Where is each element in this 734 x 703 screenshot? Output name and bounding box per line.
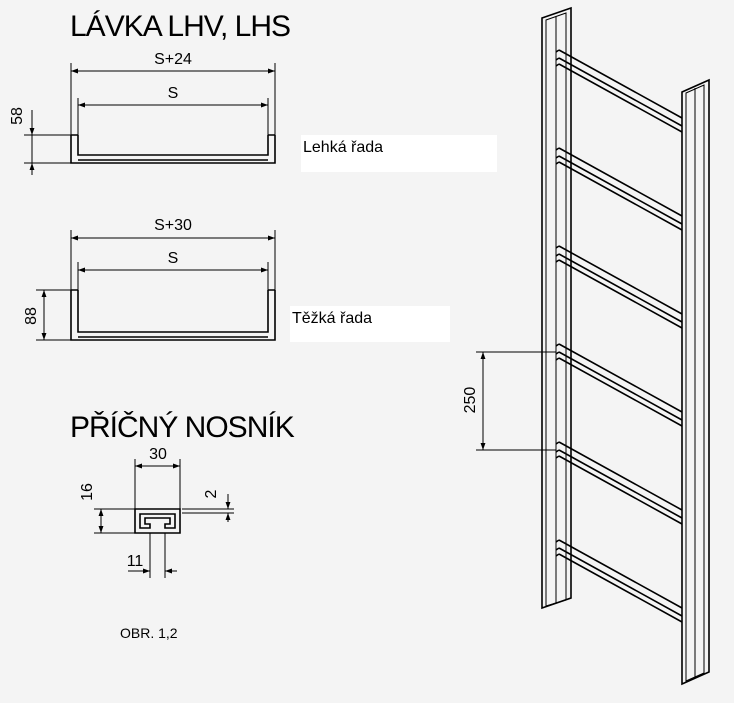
light-series-label: Lehká řada: [301, 135, 497, 172]
light-inner-dim: S: [168, 85, 179, 102]
heavy-inner-dim: S: [168, 250, 179, 267]
ladder-rungs: [555, 49, 683, 623]
beam-title: PŘÍČNÝ NOSNÍK: [70, 410, 295, 444]
light-outer-dim: S+24: [154, 51, 192, 68]
heavy-height-dim: 88: [23, 307, 40, 325]
ladder-spacing-dim: 250: [462, 387, 479, 414]
heavy-outer-dim: S+30: [154, 217, 192, 234]
beam-slot-dim: 11: [127, 553, 144, 570]
beam-width-dim: 30: [149, 446, 167, 463]
beam-thickness-dim: 2: [203, 489, 220, 498]
heavy-series-label: Těžká řada: [290, 306, 450, 342]
beam-height-dim: 16: [79, 483, 96, 501]
light-height-dim: 58: [9, 107, 26, 125]
main-title: LÁVKA LHV, LHS: [70, 10, 290, 43]
heavy-tray-drawing: S+30 S 88: [23, 217, 276, 341]
ladder-drawing: 250: [462, 6, 710, 686]
beam-profile-drawing: 30 16 2 11: [79, 446, 234, 578]
figure-reference: OBR. 1,2: [120, 625, 178, 641]
light-tray-drawing: S+24 S 58: [9, 51, 276, 175]
